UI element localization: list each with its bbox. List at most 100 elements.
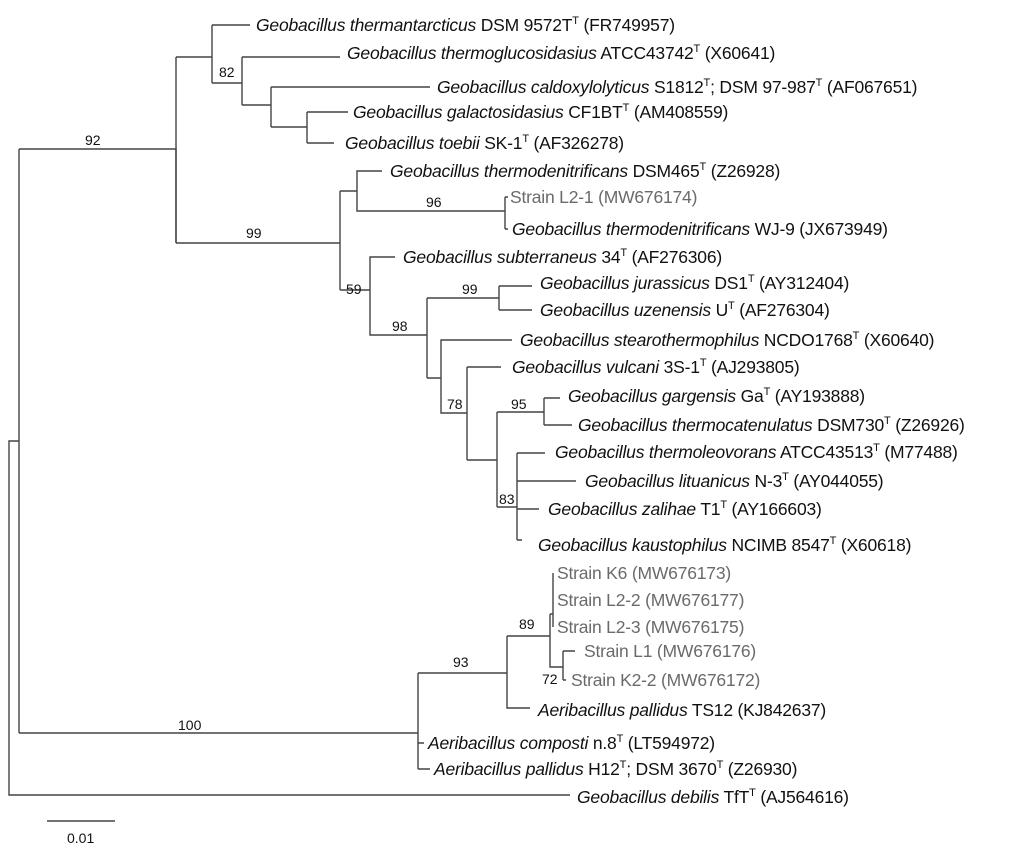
strain-accession: H12 bbox=[583, 759, 620, 779]
taxon-label: Aeribacillus pallidus H12T; DSM 3670T (Z… bbox=[434, 759, 797, 779]
taxon-label: Geobacillus lituanicus N-3T (AY044055) bbox=[585, 471, 884, 491]
strain-accession: CF1BT bbox=[563, 102, 623, 122]
strain-accession: SK-1 bbox=[479, 133, 523, 153]
species-name: Geobacillus uzenensis bbox=[540, 300, 711, 320]
strain-accession: (AJ564616) bbox=[755, 787, 849, 807]
bootstrap-value: 95 bbox=[511, 396, 527, 412]
species-name: Geobacillus lituanicus bbox=[585, 471, 750, 491]
bootstrap-value: 96 bbox=[426, 194, 442, 210]
branch bbox=[497, 452, 576, 541]
species-name: Geobacillus gargensis bbox=[568, 386, 736, 406]
type-strain-superscript: T bbox=[763, 386, 771, 398]
strain-accession: (AF276306) bbox=[626, 247, 723, 267]
type-strain-superscript: T bbox=[815, 77, 823, 89]
bootstrap-value: 98 bbox=[392, 318, 408, 334]
strain-accession: (AY312404) bbox=[754, 273, 850, 293]
branch bbox=[496, 411, 544, 507]
branch bbox=[466, 366, 501, 461]
bootstrap-value: 93 bbox=[453, 654, 469, 670]
strain-accession: Strain L2-1 (MW676174) bbox=[510, 187, 698, 207]
strain-accession: TS12 (KJ842637) bbox=[687, 700, 827, 720]
taxon-label: Strain L1 (MW676176) bbox=[584, 641, 756, 661]
type-strain-superscript: T bbox=[620, 247, 627, 259]
bootstrap-value: 92 bbox=[85, 132, 101, 148]
strain-accession: (Z26928) bbox=[706, 161, 781, 181]
strain-accession: (LT594972) bbox=[623, 733, 715, 753]
taxon-label: Geobacillus caldoxylolyticus S1812T; DSM… bbox=[437, 77, 917, 97]
strain-accession: DSM465 bbox=[627, 161, 700, 181]
branch bbox=[19, 148, 177, 243]
strain-accession: (X60640) bbox=[859, 330, 935, 350]
species-name: Geobacillus caldoxylolyticus bbox=[437, 77, 650, 97]
strain-accession: (AJ293805) bbox=[706, 357, 800, 377]
species-name: Geobacillus kaustophilus bbox=[538, 535, 727, 555]
branch bbox=[550, 573, 554, 627]
strain-accession: ATCC43742 bbox=[596, 43, 694, 63]
strain-accession: (AY044055) bbox=[788, 471, 884, 491]
strain-accession: (X60641) bbox=[700, 43, 776, 63]
strain-accession: Strain L1 (MW676176) bbox=[584, 641, 757, 661]
branch bbox=[498, 285, 532, 311]
branch bbox=[507, 614, 563, 668]
species-name: Geobacillus vulcani bbox=[512, 357, 659, 377]
strain-accession: (AF326278) bbox=[528, 133, 625, 153]
branch bbox=[418, 636, 530, 709]
taxon-label: Geobacillus thermantarcticus DSM 9572TT … bbox=[256, 15, 675, 35]
taxon-label: Strain L2-1 (MW676174) bbox=[510, 187, 697, 207]
branch bbox=[418, 742, 430, 770]
type-strain-superscript: T bbox=[522, 133, 529, 145]
strain-accession: (M77488) bbox=[879, 442, 958, 462]
type-strain-superscript: T bbox=[619, 759, 627, 771]
species-name: Geobacillus thermoleovorans bbox=[555, 442, 777, 462]
taxon-label: Geobacillus stearothermophilus NCDO1768T… bbox=[520, 330, 934, 350]
bootstrap-value: 59 bbox=[346, 281, 362, 297]
strain-accession: Strain K6 (MW676173) bbox=[557, 563, 731, 583]
branch bbox=[543, 397, 572, 426]
type-strain-superscript: T bbox=[693, 43, 701, 55]
type-strain-superscript: T bbox=[884, 415, 891, 427]
species-name: Geobacillus debilis bbox=[577, 787, 720, 807]
type-strain-superscript: T bbox=[747, 273, 755, 285]
species-name: Geobacillus stearothermophilus bbox=[520, 330, 760, 350]
branch bbox=[340, 170, 505, 212]
type-strain-superscript: T bbox=[616, 733, 624, 745]
taxon-label: Geobacillus thermoglucosidasius ATCC4374… bbox=[347, 43, 775, 63]
taxon-label: Geobacillus thermoleovorans ATCC43513T (… bbox=[555, 442, 958, 462]
strain-accession: NCIMB 8547 bbox=[726, 535, 830, 555]
strain-accession: Strain L2-3 (MW676175) bbox=[557, 617, 745, 637]
branch bbox=[270, 86, 430, 128]
species-name: Geobacillus subterraneus bbox=[403, 247, 597, 267]
strain-accession: DSM 9572T bbox=[476, 15, 573, 35]
taxon-label: Geobacillus gargensis GaT (AY193888) bbox=[568, 386, 865, 406]
type-strain-superscript: T bbox=[699, 357, 707, 369]
type-strain-superscript: T bbox=[873, 442, 880, 454]
strain-accession: 3S-1 bbox=[658, 357, 700, 377]
branch bbox=[176, 191, 341, 290]
strain-accession: DSM730 bbox=[812, 415, 885, 435]
branch bbox=[8, 440, 570, 796]
type-strain-superscript: T bbox=[703, 77, 711, 89]
strain-accession: 34 bbox=[596, 247, 621, 267]
species-name: Geobacillus zalihae bbox=[548, 499, 696, 519]
strain-accession: NCDO1768 bbox=[759, 330, 853, 350]
taxon-label: Geobacillus thermodenitrificans DSM465T … bbox=[390, 161, 780, 181]
branch bbox=[306, 111, 348, 144]
bootstrap-value: 83 bbox=[499, 491, 515, 507]
strain-accession: (Z26926) bbox=[890, 415, 965, 435]
strain-accession: TfT bbox=[719, 787, 750, 807]
species-name: Aeribacillus pallidus bbox=[434, 759, 584, 779]
branch bbox=[426, 297, 499, 378]
scale-bar-label: 0.01 bbox=[67, 830, 95, 846]
type-strain-superscript: T bbox=[622, 102, 630, 114]
strain-accession: (FR749957) bbox=[578, 15, 675, 35]
taxon-label: Geobacillus jurassicus DS1T (AY312404) bbox=[540, 273, 849, 293]
type-strain-superscript: T bbox=[782, 471, 789, 483]
branch bbox=[340, 256, 427, 336]
taxon-label: Aeribacillus pallidus TS12 (KJ842637) bbox=[538, 700, 826, 720]
bootstrap-value: 89 bbox=[519, 616, 535, 632]
bootstrap-value: 99 bbox=[462, 281, 478, 297]
taxon-label: Strain L2-2 (MW676177) bbox=[557, 590, 744, 610]
species-name: Geobacillus thermocatenulatus bbox=[578, 415, 813, 435]
taxon-label: Aeribacillus composti n.8T (LT594972) bbox=[428, 733, 715, 753]
